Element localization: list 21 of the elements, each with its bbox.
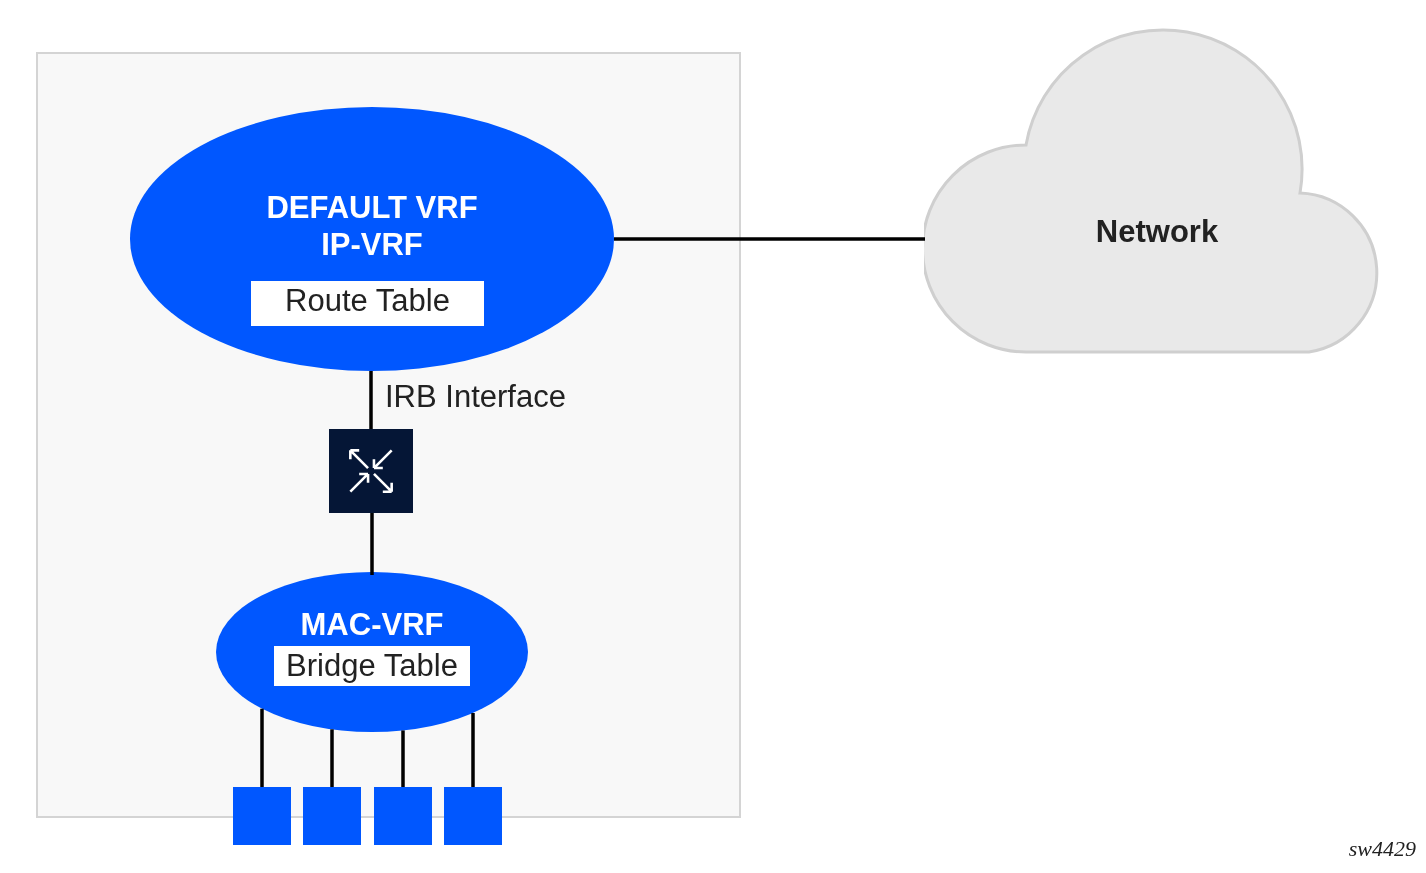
table-box: [251, 281, 484, 326]
node-label: DEFAULT VRF IP-VRF: [265, 189, 479, 263]
connector-line: [260, 708, 264, 787]
connector-line: [330, 729, 334, 787]
interface-box: [329, 429, 413, 513]
device-frame: [36, 52, 741, 818]
connector-line: [370, 513, 374, 575]
figure-id: sw4429: [1348, 836, 1416, 862]
port-square: [233, 787, 291, 845]
port-square: [374, 787, 432, 845]
table-label: Route Table: [284, 282, 451, 320]
table-label: Bridge Table: [285, 647, 459, 685]
node-label: Network: [1094, 214, 1220, 250]
node-label: MAC-VRF: [299, 608, 445, 642]
table-box: [274, 646, 470, 686]
port-square: [303, 787, 361, 845]
port-square: [444, 787, 502, 845]
connector-line: [614, 237, 925, 241]
connector-line: [401, 730, 405, 787]
connector-line: [369, 371, 373, 429]
connector-line: [471, 712, 475, 787]
